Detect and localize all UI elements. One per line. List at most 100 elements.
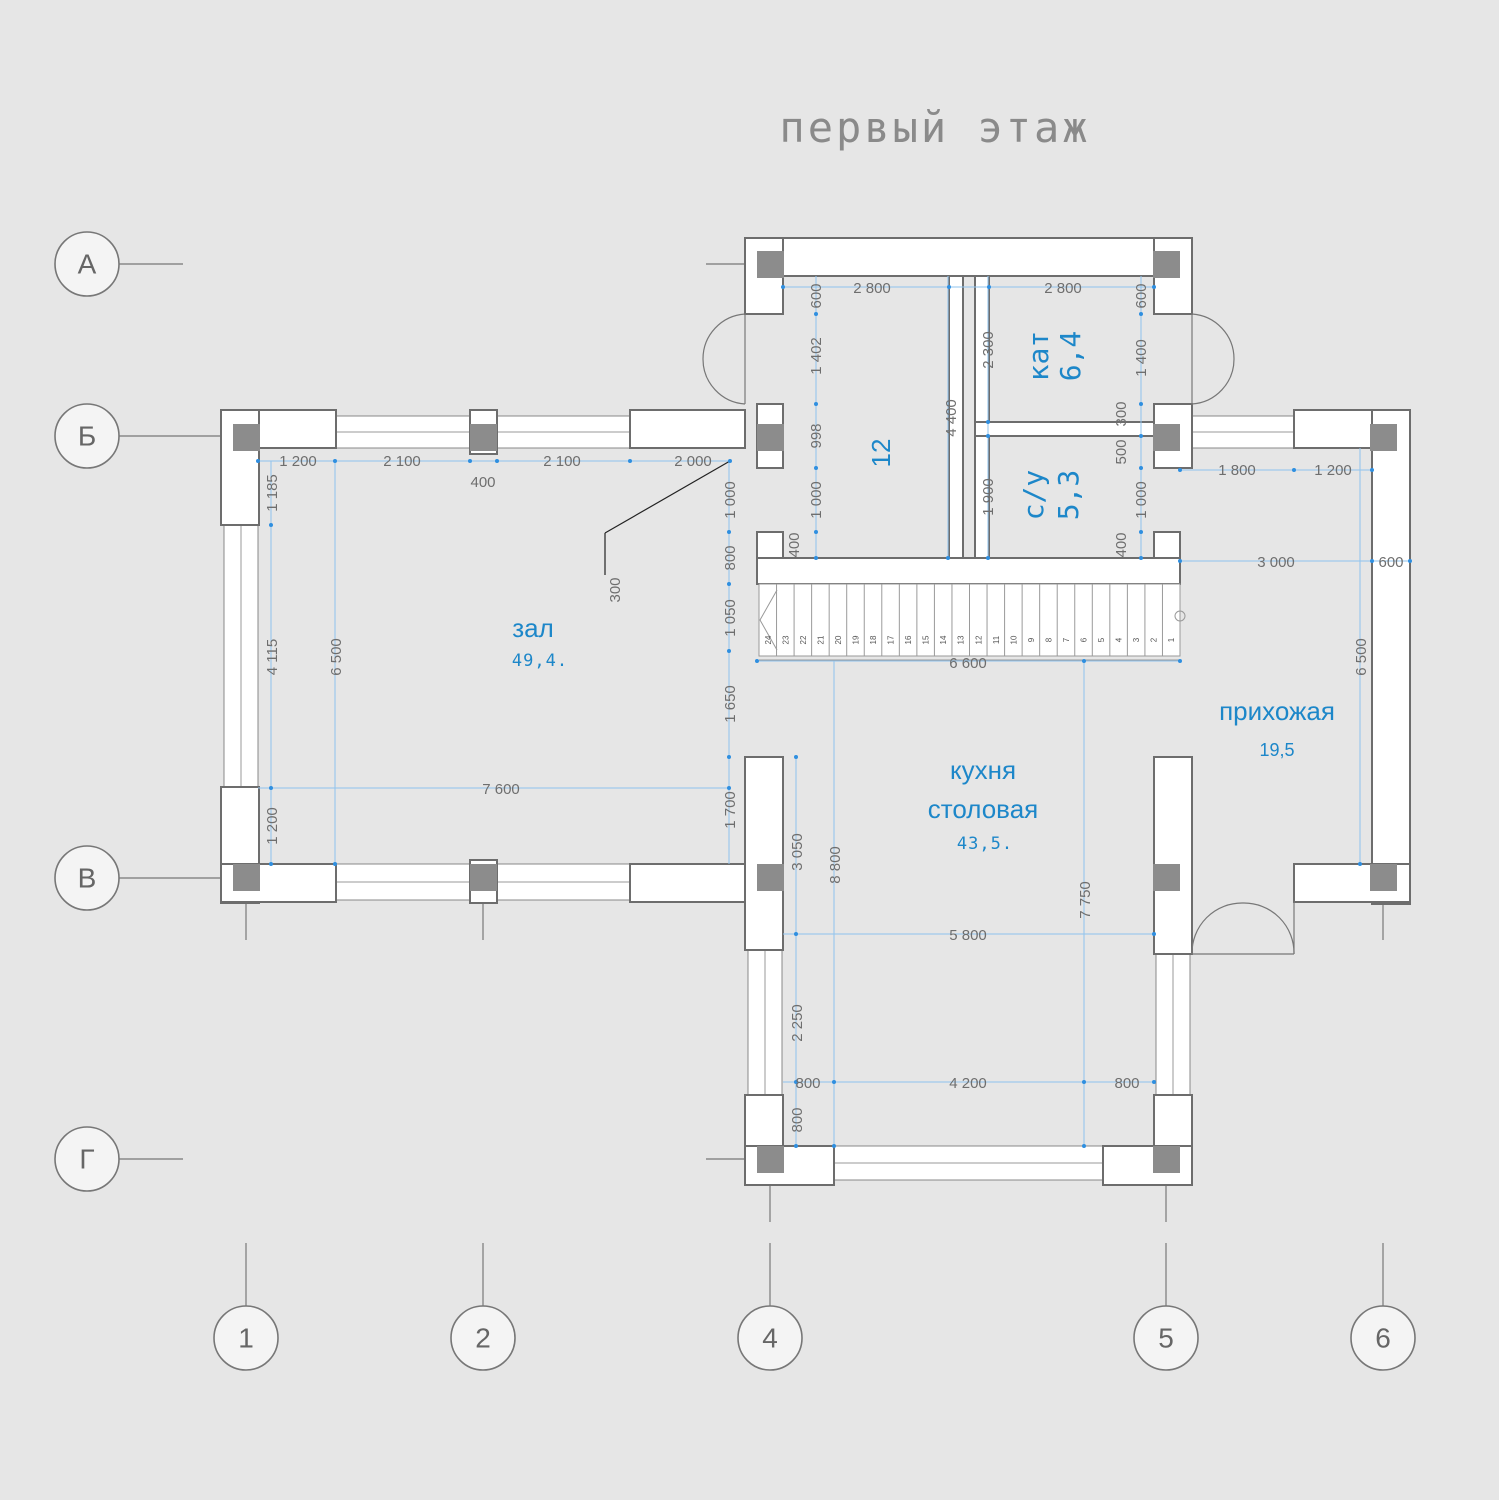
dim-1200-top: 1 200: [279, 453, 317, 470]
axis-col-5-label: 5: [1158, 1323, 1174, 1354]
room-kat-name: кат: [1022, 331, 1055, 382]
dim-1700: 1 700: [722, 791, 739, 829]
room-kat-area: 6,4: [1054, 331, 1087, 382]
dim-1000-a: 1 000: [808, 481, 825, 519]
dim-800-b: 800: [795, 1075, 820, 1092]
stair-step-number: 5: [1097, 637, 1106, 642]
axis-row-v-label: В: [78, 863, 97, 894]
dim-6600: 6 600: [949, 655, 987, 672]
dim-4400: 4 400: [943, 399, 960, 437]
dim-300: 300: [607, 577, 624, 602]
stair-step-number: 23: [781, 635, 790, 644]
dim-2100-b: 2 100: [543, 453, 581, 470]
dimension-lines: [258, 276, 1410, 1146]
stair-step-number: 24: [764, 635, 773, 644]
axis-col-4-label: 4: [762, 1323, 778, 1354]
dim-1650: 1 650: [722, 685, 739, 723]
stair-step-number: 4: [1115, 637, 1124, 642]
room-kitchen-name-2: столовая: [928, 794, 1039, 824]
axis-row-b-label: Б: [78, 421, 96, 452]
dimension-labels: 1 200 2 100 2 100 2 000 400 300 2 800 2 …: [264, 280, 1404, 1133]
dim-1000-c: 1 000: [1133, 481, 1150, 519]
room-kitchen-name-1: кухня: [950, 755, 1016, 785]
dim-2000: 2 000: [674, 453, 712, 470]
dim-998: 998: [808, 423, 825, 448]
dim-3000: 3 000: [1257, 554, 1295, 571]
dim-1402: 1 402: [808, 337, 825, 375]
dim-800-c: 800: [1114, 1075, 1139, 1092]
dim-800-a: 800: [722, 545, 739, 570]
room-bath-name: с/у: [1017, 470, 1050, 521]
stair-step-number: 11: [992, 635, 1001, 644]
dim-400: 400: [470, 474, 495, 491]
dim-1200-r: 1 200: [1314, 462, 1352, 479]
stair-step-number: 17: [887, 635, 896, 644]
dim-300-b: 300: [1113, 401, 1130, 426]
dim-6500-l: 6 500: [328, 638, 345, 676]
stair-step-number: 20: [834, 635, 843, 644]
stair-step-number: 14: [939, 635, 948, 644]
stair-step-number: 3: [1132, 637, 1141, 642]
dim-1000-b: 1 000: [722, 481, 739, 519]
axis-row-g: Г: [54, 1126, 120, 1192]
stair-step-number: 9: [1027, 637, 1036, 642]
doors: [702, 313, 1295, 955]
axis-col-5: 5: [1133, 1305, 1199, 1371]
axis-lines: [119, 263, 1384, 1307]
dim-1800: 1 800: [1218, 462, 1256, 479]
stair-step-number: 18: [869, 635, 878, 644]
axis-col-2-label: 2: [475, 1323, 491, 1354]
dim-500: 500: [1113, 439, 1130, 464]
axis-col-2: 2: [450, 1305, 516, 1371]
stair-step-number: 16: [904, 635, 913, 644]
dim-2800-b: 2 800: [1044, 280, 1082, 297]
dim-5800: 5 800: [949, 927, 987, 944]
axis-row-g-label: Г: [79, 1144, 94, 1175]
dim-400-a: 400: [786, 532, 803, 557]
stair-step-number: 13: [957, 635, 966, 644]
room-hall-name: зал: [512, 613, 554, 643]
dim-3050: 3 050: [789, 833, 806, 871]
stair-step-number: 7: [1062, 637, 1071, 642]
windows: [223, 415, 1295, 1181]
dim-4200: 4 200: [949, 1075, 987, 1092]
dimension-ticks: [256, 285, 1412, 1148]
dim-600-r: 600: [1378, 554, 1403, 571]
stair-step-number: 1: [1167, 637, 1176, 642]
dim-1050: 1 050: [722, 599, 739, 637]
page-title: первый этаж: [779, 103, 1090, 152]
stair-step-number: 21: [816, 635, 825, 644]
axis-col-6-label: 6: [1375, 1323, 1391, 1354]
room-12-name: 12: [866, 439, 896, 468]
room-kitchen-area: 43,5.: [957, 834, 1013, 854]
stair-step-number: 2: [1150, 637, 1159, 642]
stair-step-number: 15: [922, 635, 931, 644]
dim-7750: 7 750: [1077, 881, 1094, 919]
dim-6500-r: 6 500: [1353, 638, 1370, 676]
stair-step-number: 8: [1044, 637, 1053, 642]
dim-2800-a: 2 800: [853, 280, 891, 297]
dim-2100-a: 2 100: [383, 453, 421, 470]
dim-1900: 1 900: [980, 478, 997, 516]
axis-row-a: А: [54, 231, 120, 297]
dim-8800: 8 800: [827, 846, 844, 884]
dim-1400: 1 400: [1133, 339, 1150, 377]
columns: [233, 251, 1397, 1173]
dim-600-a: 600: [808, 283, 825, 308]
axis-col-4: 4: [737, 1305, 803, 1371]
dim-2250: 2 250: [789, 1004, 806, 1042]
room-entry-name: прихожая: [1219, 696, 1335, 726]
dim-400-b: 400: [1113, 532, 1130, 557]
dim-7600: 7 600: [482, 781, 520, 798]
axis-col-1-label: 1: [238, 1323, 254, 1354]
axis-row-v: В: [54, 845, 120, 911]
axis-row-b: Б: [54, 403, 120, 469]
stair-step-number: 6: [1080, 637, 1089, 642]
dim-1185: 1 185: [264, 474, 281, 512]
stair-step-number: 22: [799, 635, 808, 644]
dim-800-d: 800: [789, 1107, 806, 1132]
room-hall-area: 49,4.: [512, 651, 568, 671]
dim-600-b: 600: [1133, 283, 1150, 308]
